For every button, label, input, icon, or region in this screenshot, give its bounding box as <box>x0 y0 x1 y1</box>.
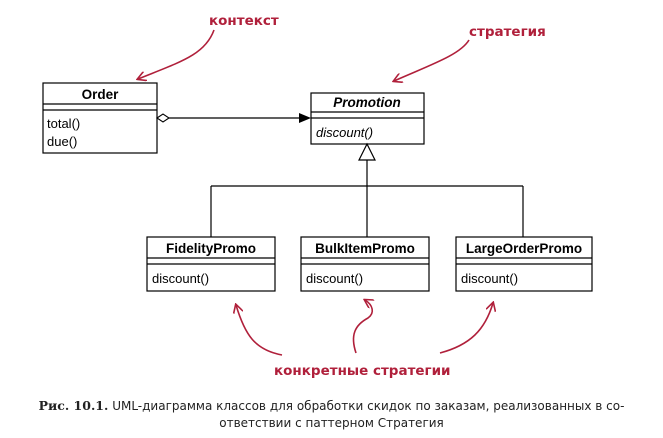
class-bulkitempromo: BulkItemPromo discount() <box>300 236 430 292</box>
aggregation-order-promotion <box>156 113 311 123</box>
annotation-concrete-strategies: конкретные стратегии <box>274 363 451 379</box>
figure-caption-label: Рис. 10.1. <box>38 398 109 413</box>
class-promotion: Promotion discount() <box>310 92 425 145</box>
class-order-method-total: total() <box>47 116 80 131</box>
class-largeorderpromo-method-discount: discount() <box>461 271 518 286</box>
annotation-context: контекст <box>209 13 279 29</box>
figure-caption: Рис. 10.1. UML-диаграмма классов для обр… <box>0 397 663 432</box>
arrow-concrete-bulkitem <box>352 300 372 354</box>
arrow-strategy <box>394 39 470 81</box>
class-fidelitypromo-method-discount: discount() <box>152 271 209 286</box>
class-promotion-name: Promotion <box>333 95 401 110</box>
class-order: Order total() due() <box>42 82 158 154</box>
annotation-strategy: стратегия <box>469 24 546 40</box>
generalization-tree <box>210 142 524 237</box>
class-largeorderpromo-name: LargeOrderPromo <box>466 241 582 256</box>
class-order-name: Order <box>82 87 120 102</box>
figure-caption-text-line2: ответствии с паттерном Стратегия <box>219 416 444 430</box>
arrow-concrete-fidelity <box>236 305 283 356</box>
class-fidelitypromo: FidelityPromo discount() <box>146 236 276 292</box>
arrow-context <box>138 29 215 79</box>
class-largeorderpromo: LargeOrderPromo discount() <box>455 236 593 292</box>
class-fidelitypromo-name: FidelityPromo <box>166 241 256 256</box>
class-bulkitempromo-name: BulkItemPromo <box>315 241 415 256</box>
class-promotion-method-discount: discount() <box>316 125 373 140</box>
class-order-method-due: due() <box>47 134 77 149</box>
arrow-concrete-largeorder <box>439 303 493 354</box>
figure-caption-text-line1: UML-диаграмма классов для обработки скид… <box>112 399 625 413</box>
class-bulkitempromo-method-discount: discount() <box>306 271 363 286</box>
